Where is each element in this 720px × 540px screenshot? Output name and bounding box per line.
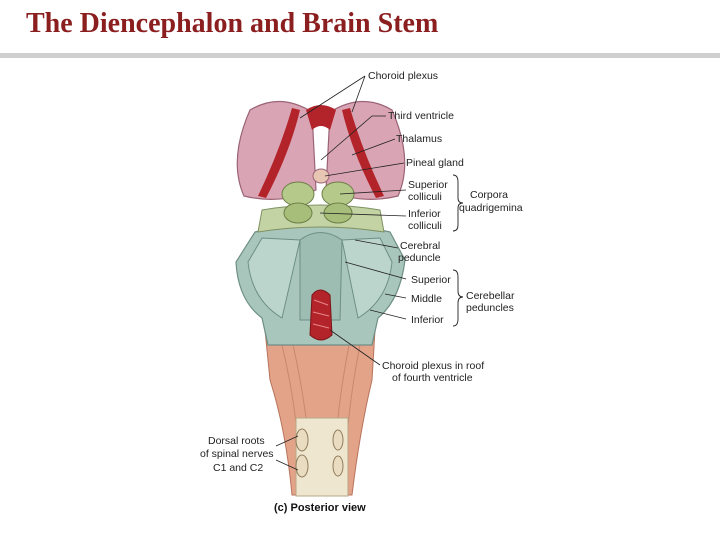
label-cerebral-peduncle-2: peduncle: [398, 252, 441, 264]
label-corpora-quadrigemina: Corpora: [470, 189, 508, 201]
page-title: The Diencephalon and Brain Stem: [26, 8, 439, 39]
dorsal-root-c2: [295, 454, 309, 478]
label-choroid-plexus-fourth: Choroid plexus in roof: [382, 360, 484, 372]
label-dorsal-roots-3: C1 and C2: [213, 462, 263, 474]
figure-caption: (c) Posterior view: [274, 502, 366, 514]
label-cerebral-peduncle: Cerebral: [400, 240, 440, 252]
choroid-plexus-fourth-ventricle: [309, 289, 333, 341]
label-third-ventricle: Third ventricle: [388, 110, 454, 122]
label-thalamus: Thalamus: [396, 133, 442, 145]
label-inferior-colliculi: Inferior: [408, 208, 441, 220]
label-pineal-gland: Pineal gland: [406, 157, 464, 169]
label-dorsal-roots-2: of spinal nerves: [200, 448, 274, 460]
label-superior-colliculi: Superior: [408, 179, 448, 191]
label-cerebellar-peduncles: Cerebellar: [466, 290, 515, 302]
dorsal-root-c1: [295, 428, 309, 452]
label-superior-colliculi-2: colliculi: [408, 191, 442, 203]
label-peduncle-inferior: Inferior: [411, 314, 444, 326]
pineal-gland: [312, 168, 330, 184]
title-divider: [0, 53, 720, 58]
inferior-colliculus-left: [283, 202, 313, 224]
label-cerebellar-peduncles-2: peduncles: [466, 302, 514, 314]
label-corpora-quadrigemina-2: quadrigemina: [459, 202, 523, 214]
label-choroid-plexus: Choroid plexus: [368, 70, 438, 82]
choroid-plexus: [258, 108, 300, 198]
label-dorsal-roots: Dorsal roots: [208, 435, 265, 447]
label-inferior-colliculi-2: colliculi: [408, 220, 442, 232]
superior-colliculus-right: [321, 181, 355, 207]
label-choroid-plexus-fourth-2: of fourth ventricle: [392, 372, 473, 384]
thalamus-left: [236, 100, 317, 200]
label-peduncle-superior: Superior: [411, 274, 451, 286]
superior-colliculus-left: [281, 181, 315, 207]
label-peduncle-middle: Middle: [411, 293, 442, 305]
